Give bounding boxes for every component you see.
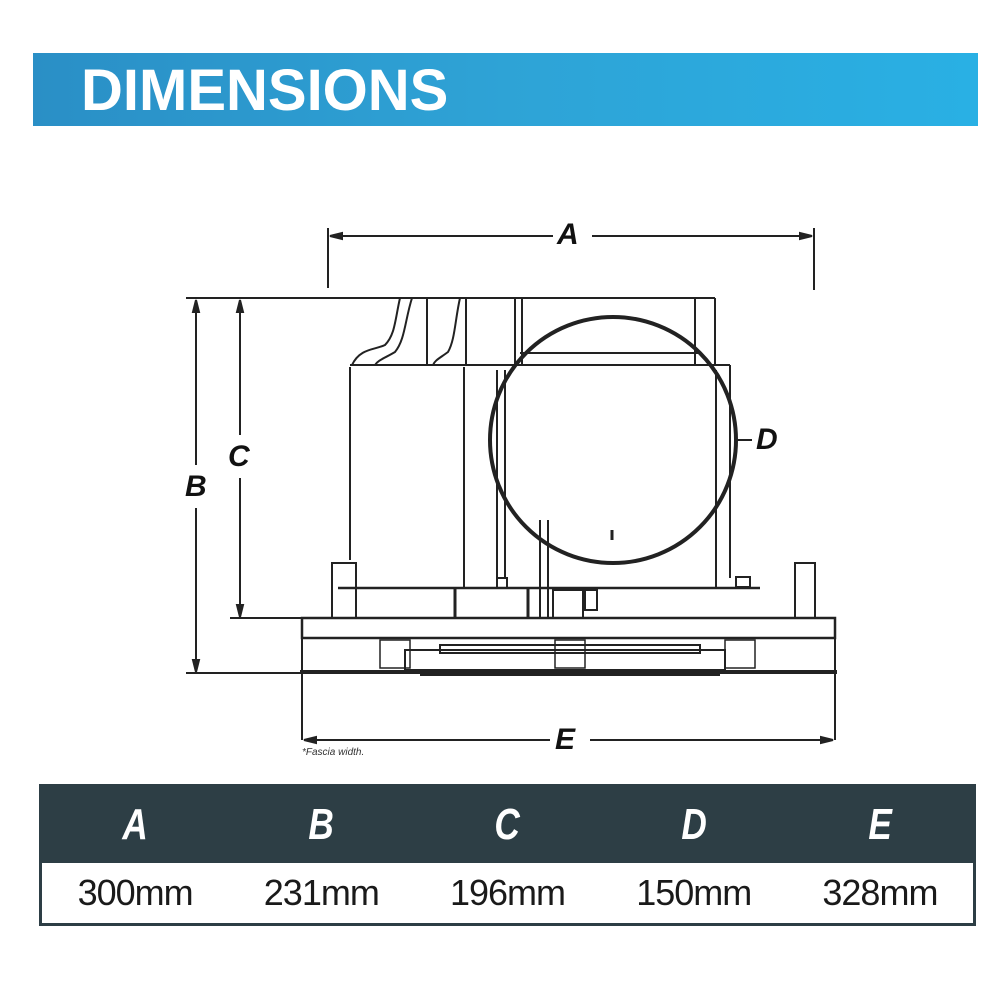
- dimension-label-e: E: [551, 725, 580, 755]
- dimension-label-c: C: [224, 442, 254, 472]
- fascia-top: [300, 616, 837, 640]
- table-header-a: A: [122, 800, 148, 849]
- table-header-row: A B C D E: [42, 787, 973, 863]
- table-cell-e: 328mm: [822, 872, 938, 913]
- table-row: 300mm 231mm 196mm 150mm 328mm: [42, 863, 973, 923]
- dimension-diagram: [186, 228, 837, 745]
- page-title: DIMENSIONS: [81, 58, 449, 123]
- table-cell-a: 300mm: [77, 872, 194, 913]
- table-header-c: C: [494, 800, 521, 849]
- dimension-a-line: [327, 228, 815, 290]
- table-cell-b: 231mm: [263, 872, 380, 913]
- dimensions-banner: DIMENSIONS: [33, 53, 978, 126]
- fan-housing: [300, 297, 837, 740]
- dimension-label-a: A: [553, 220, 583, 250]
- dimensions-table: A B C D E 300mm 231mm 196mm 150mm 328mm: [39, 784, 976, 926]
- table-cell-c: 196mm: [449, 872, 566, 913]
- table-header-e: E: [868, 800, 892, 849]
- fascia-width-note: *Fascia width.: [302, 747, 365, 758]
- table-cell-d: 150mm: [636, 872, 752, 913]
- dimension-label-b: B: [181, 472, 211, 502]
- table-header-b: B: [308, 800, 335, 849]
- dimension-label-d: D: [752, 425, 782, 455]
- table-header-d: D: [680, 800, 707, 849]
- dimension-e-line: [303, 735, 834, 745]
- dimension-b-line: [186, 299, 300, 674]
